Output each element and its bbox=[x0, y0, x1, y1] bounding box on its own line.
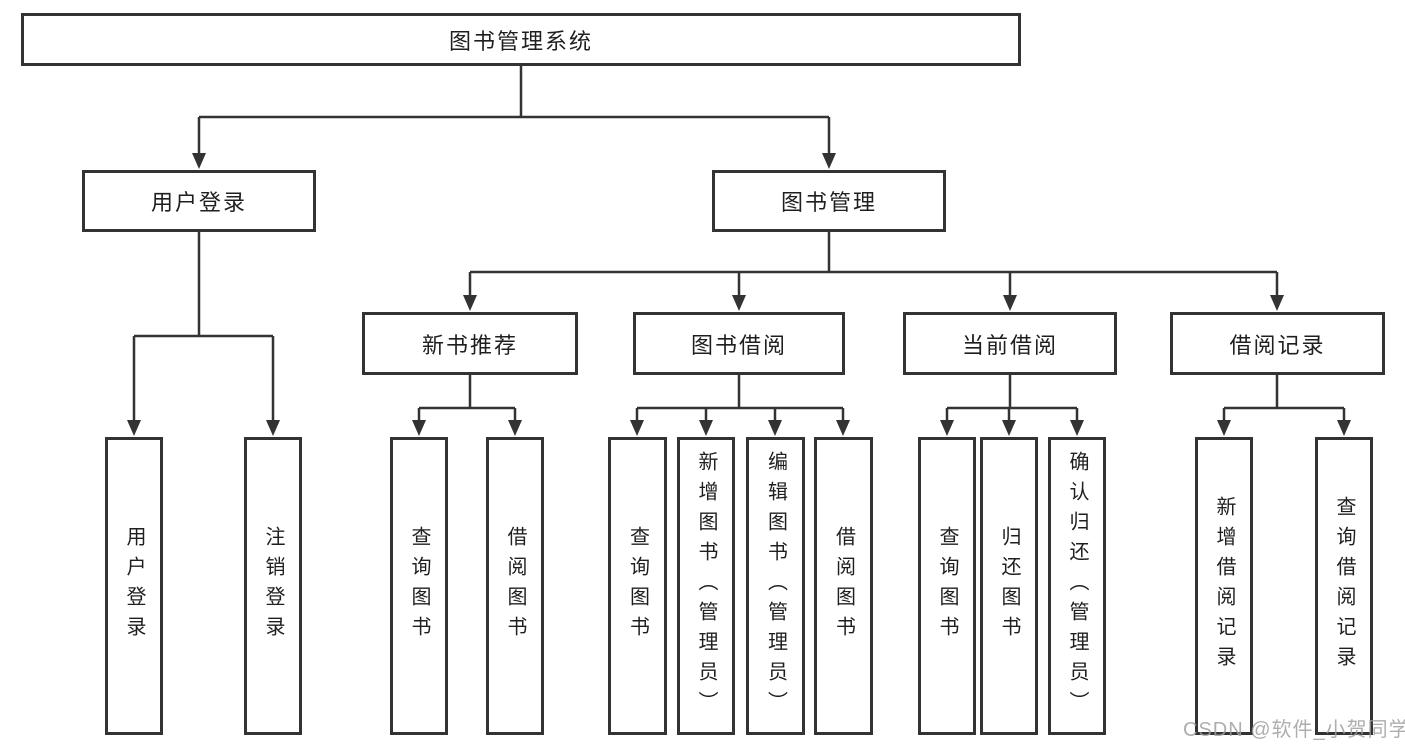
leaf-logout-login: 注销登录 bbox=[244, 437, 302, 735]
node-library-management-system: 图书管理系统 bbox=[21, 13, 1021, 66]
node-current-borrowing: 当前借阅 bbox=[903, 312, 1117, 375]
leaf-label: 编辑图书（管理员） bbox=[764, 451, 787, 721]
leaf-newbook-query-books: 查询图书 bbox=[390, 437, 448, 735]
leaf-user-login: 用户登录 bbox=[105, 437, 163, 735]
leaf-label: 查询借阅记录 bbox=[1333, 496, 1355, 676]
leaf-label: 借阅图书 bbox=[504, 526, 526, 646]
node-user-login: 用户登录 bbox=[82, 170, 316, 232]
leaf-label: 借阅图书 bbox=[832, 526, 855, 646]
leaf-label: 新增图书（管理员） bbox=[695, 451, 717, 721]
leaf-label: 新增借阅记录 bbox=[1213, 496, 1235, 676]
leaf-label: 查询图书 bbox=[626, 526, 649, 646]
edges-borrowing-records bbox=[1217, 375, 1351, 436]
node-book-management: 图书管理 bbox=[712, 170, 946, 232]
node-new-book-recommendation: 新书推荐 bbox=[362, 312, 578, 375]
leaf-current-return-books: 归还图书 bbox=[980, 437, 1038, 735]
edges-new-book-recommendation bbox=[412, 375, 522, 436]
leaf-newbook-borrow-books: 借阅图书 bbox=[486, 437, 544, 735]
edges-root bbox=[192, 66, 836, 169]
leaf-records-query-borrow-record: 查询借阅记录 bbox=[1315, 437, 1373, 735]
leaf-borrow-query-books: 查询图书 bbox=[608, 437, 667, 735]
leaf-label: 注销登录 bbox=[262, 526, 284, 646]
edges-book-borrowing bbox=[630, 375, 850, 436]
csdn-watermark: CSDN @软件_小贺同学 bbox=[1183, 719, 1405, 741]
leaf-borrow-add-books-admin: 新增图书（管理员） bbox=[677, 437, 735, 735]
leaf-label: 查询图书 bbox=[408, 526, 430, 646]
edges-current-borrowing bbox=[940, 375, 1084, 436]
leaf-label: 查询图书 bbox=[936, 526, 958, 646]
node-borrowing-records: 借阅记录 bbox=[1170, 312, 1385, 375]
leaf-current-confirm-return-admin: 确认归还（管理员） bbox=[1048, 437, 1106, 735]
leaf-borrow-edit-books-admin: 编辑图书（管理员） bbox=[746, 437, 805, 735]
leaf-label: 用户登录 bbox=[123, 526, 145, 646]
node-book-borrowing: 图书借阅 bbox=[633, 312, 845, 375]
leaf-borrow-borrow-books: 借阅图书 bbox=[814, 437, 873, 735]
leaf-label: 归还图书 bbox=[998, 526, 1020, 646]
leaf-label: 确认归还（管理员） bbox=[1066, 451, 1088, 721]
leaf-current-query-books: 查询图书 bbox=[918, 437, 976, 735]
leaf-records-add-borrow-record: 新增借阅记录 bbox=[1195, 437, 1253, 735]
edges-user-login bbox=[127, 232, 280, 436]
edges-book-management bbox=[463, 232, 1284, 311]
